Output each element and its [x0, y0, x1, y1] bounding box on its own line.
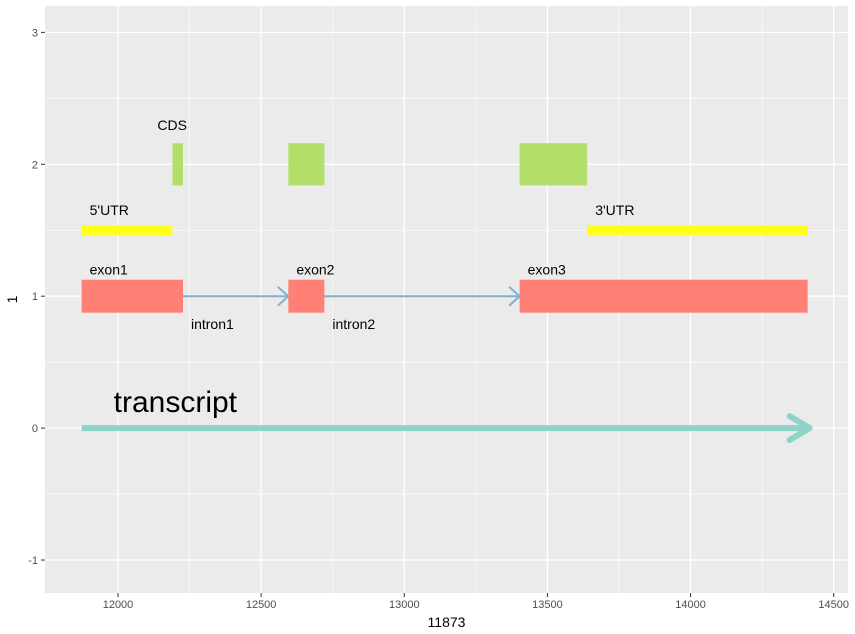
exon2-block: [288, 279, 325, 313]
annotations: exon1 exon2 exon3 intron1 intron2 5'UTR 3'UTR C…: [90, 117, 635, 419]
x-axis: 12000 12500 13000 13500 14000 14500: [103, 593, 849, 611]
y-tick-label: 2: [32, 159, 38, 171]
exon2-label: exon2: [296, 262, 334, 278]
exon1-block: [81, 279, 183, 313]
exon1-label: exon1: [90, 262, 128, 278]
x-tick-label: 12000: [103, 599, 134, 611]
y-tick-label: 3: [32, 27, 38, 39]
cds-block-1: [172, 143, 183, 186]
cds-block-2: [288, 143, 325, 186]
5-utr-bar: [81, 225, 173, 236]
3-utr-label: 3'UTR: [595, 202, 634, 218]
y-axis-title: 1: [4, 295, 20, 303]
y-tick-label: -1: [28, 555, 38, 567]
cds-block-3: [519, 143, 588, 186]
intron1-label: intron1: [191, 316, 234, 332]
x-tick-label: 12500: [246, 599, 277, 611]
x-tick-label: 14000: [675, 599, 706, 611]
x-tick-label: 14500: [818, 599, 849, 611]
exon3-label: exon3: [528, 262, 566, 278]
intron2-label: intron2: [332, 316, 375, 332]
minor-gridlines: [45, 6, 848, 593]
x-tick-label: 13000: [389, 599, 420, 611]
y-axis: -1 0 1 2 3: [28, 27, 45, 567]
3-utr-bar: [587, 225, 808, 236]
y-tick-label: 0: [32, 423, 38, 435]
gene-marks: [81, 143, 813, 444]
x-tick-label: 13500: [532, 599, 563, 611]
cds-label: CDS: [157, 117, 187, 133]
exon3-block: [519, 279, 808, 313]
transcript-label: transcript: [114, 386, 238, 419]
x-axis-title: 11873: [428, 614, 466, 630]
y-tick-label: 1: [32, 291, 38, 303]
5-utr-label: 5'UTR: [90, 202, 129, 218]
